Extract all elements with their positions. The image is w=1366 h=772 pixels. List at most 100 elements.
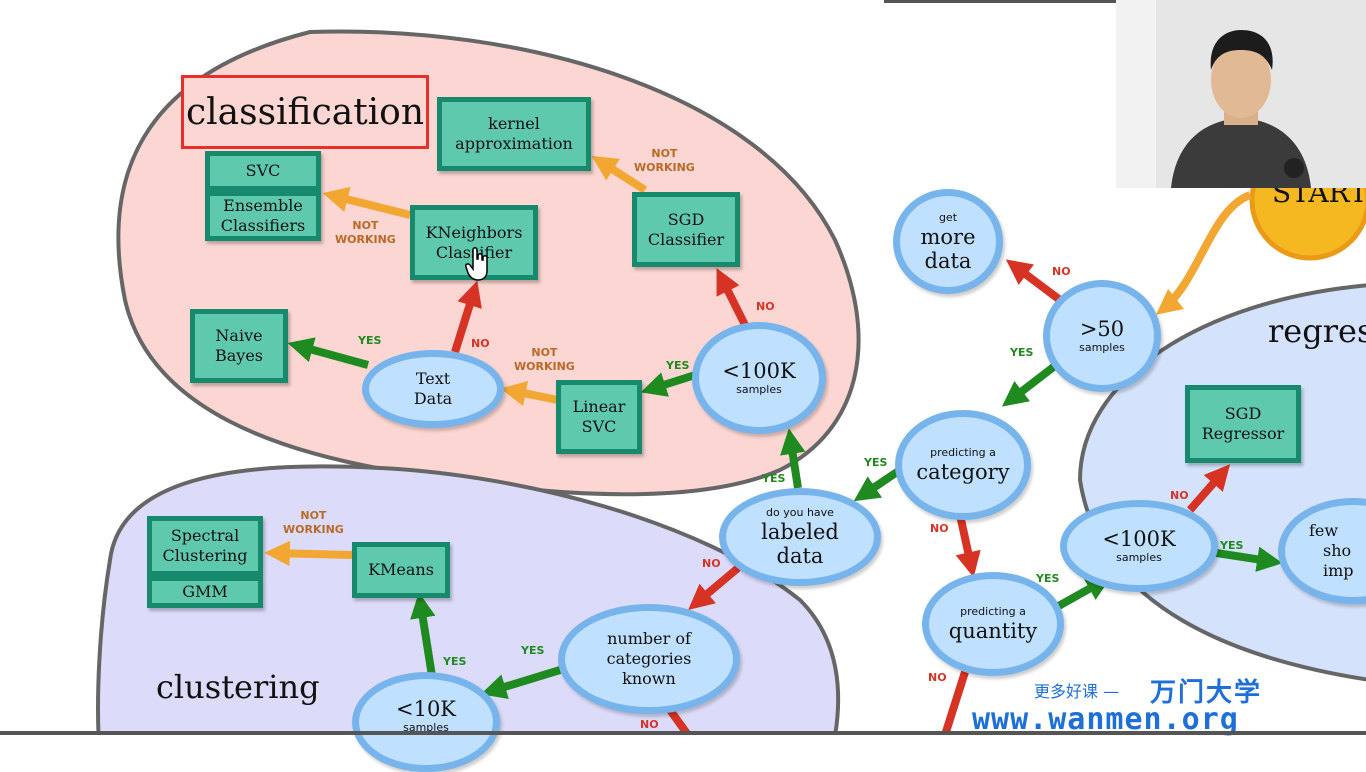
arrow-lt100k-linearsvc <box>640 371 697 397</box>
box-line: Naive <box>215 326 263 345</box>
node-small: samples <box>403 721 449 734</box>
box-line: SVC <box>581 417 617 436</box>
node-big: data <box>924 248 972 273</box>
player-progress-bar[interactable] <box>0 731 1366 735</box>
node-med: few <box>1309 521 1339 540</box>
lbl-line: WORKING <box>634 161 695 174</box>
arrow-numcat-down <box>666 707 692 735</box>
arrow-lt100kreg-sgdreg <box>1186 464 1231 513</box>
arrow-gt50-moredata <box>1005 259 1063 304</box>
node-big: more <box>920 224 976 249</box>
node-big: <100K <box>722 359 796 383</box>
arrow-labeled-numcat <box>688 564 741 610</box>
label-yes: YES <box>1036 572 1060 585</box>
label-yes: YES <box>521 644 545 657</box>
box-line: Regressor <box>1201 424 1285 443</box>
label-no: NO <box>928 671 947 684</box>
top-bar <box>884 0 1169 3</box>
arrow-text-naive <box>287 337 370 369</box>
box-line: KNeighbors <box>425 222 523 242</box>
webcam-overlay <box>1116 0 1366 188</box>
kmeans-box[interactable]: KMeans <box>352 542 450 598</box>
lbl-line: NOT <box>352 219 379 232</box>
arrows <box>264 155 1283 735</box>
box-line: Classifiers <box>220 216 306 235</box>
watermark-brand: 万门大学 <box>1150 678 1263 708</box>
arrow-lt10k-kmeans <box>410 592 436 677</box>
node-med: known <box>622 669 676 688</box>
arrow-labeled-lt100k <box>780 428 806 489</box>
box-line: SGD <box>1224 404 1262 423</box>
node-small: do you have <box>766 506 834 519</box>
arrow-lt100kreg-few <box>1209 546 1283 572</box>
arrow-sgd-kernel <box>591 155 648 194</box>
box-line: GMM <box>182 582 228 601</box>
arrow-kneighbors-ensemble <box>322 186 411 219</box>
lbl-line: NOT <box>651 147 678 160</box>
arrow-category-quantity <box>955 514 981 578</box>
label-yes: YES <box>358 334 382 347</box>
svc-box[interactable]: SVC <box>205 151 321 191</box>
node-big: <10K <box>395 697 456 721</box>
lbl-line: WORKING <box>283 523 344 536</box>
arrow-linearsvc-text <box>500 380 559 407</box>
box-line: SVC <box>245 161 281 180</box>
arrow-quantity-down <box>941 670 969 735</box>
node-small: get <box>938 210 958 224</box>
label-yes: YES <box>864 456 888 469</box>
lbl-line: NOT <box>300 509 327 522</box>
label-no: NO <box>1170 489 1189 502</box>
classification-title: classification <box>181 75 429 149</box>
node-big: quantity <box>948 619 1038 643</box>
hand-cursor-icon <box>465 247 488 281</box>
arrow-category-labeled <box>853 466 903 502</box>
arrow-start-gt50 <box>1155 191 1252 315</box>
box-line: approximation <box>455 134 573 153</box>
node-big: <100K <box>1102 527 1176 551</box>
node-med: imp <box>1323 561 1354 580</box>
label-no: NO <box>640 718 659 731</box>
node-big: data <box>776 544 824 568</box>
label-yes: YES <box>443 655 467 668</box>
label-no: NO <box>1052 265 1071 278</box>
node-big: labeled <box>761 520 839 544</box>
clustering-title: clustering <box>156 668 320 706</box>
node-small: samples <box>1079 341 1125 354</box>
label-yes: YES <box>1010 346 1034 359</box>
node-med: Text <box>415 369 451 388</box>
label-yes: YES <box>666 359 690 372</box>
box-line: Clustering <box>162 546 248 565</box>
arrow-numcat-lt10k <box>480 666 562 700</box>
lbl-line: NOT <box>531 346 558 359</box>
label-no: NO <box>756 300 775 313</box>
node-big: category <box>916 460 1010 484</box>
node-med: sho <box>1323 541 1352 560</box>
box-line: KMeans <box>368 560 434 579</box>
lbl-line: WORKING <box>514 360 575 373</box>
arrow-gt50-category <box>1001 358 1063 407</box>
lbl-line: WORKING <box>335 233 396 246</box>
box-line: Linear <box>572 397 626 416</box>
arrow-lt100k-sgd <box>716 268 749 327</box>
node-med: number of <box>607 629 691 648</box>
gmm-box[interactable]: GMM <box>147 576 263 608</box>
